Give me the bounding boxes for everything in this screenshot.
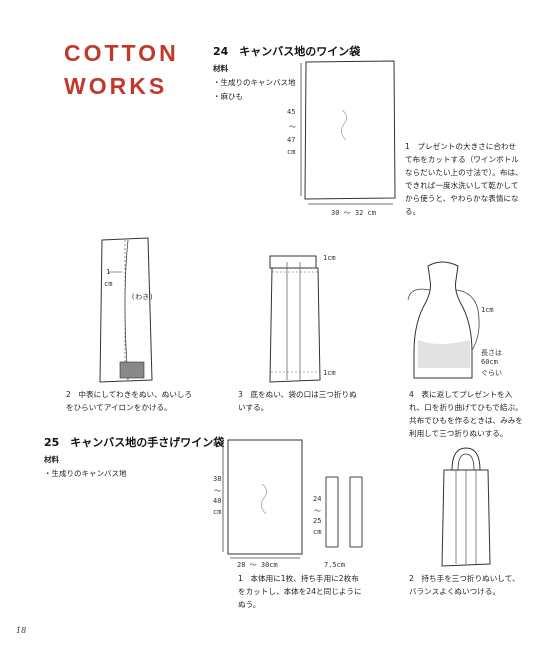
dim-height-top: 45 xyxy=(287,108,296,116)
project24-title: 24 キャンバス地のワイン袋 xyxy=(213,45,361,58)
material-item: ・生成りのキャンバス地 xyxy=(44,469,127,478)
dim-width: 30 〜 32 cm xyxy=(331,209,376,217)
step2-seam-value: 1 xyxy=(106,268,111,276)
step4-length-line1: 長さは xyxy=(481,349,502,357)
brand-line2: WORKS xyxy=(64,73,168,99)
project24-materials: 材料 ・生成りのキャンバス地 ・麻ひも xyxy=(213,63,296,102)
p25-dim-height-unit: cm xyxy=(213,508,222,516)
p25-strap-sep: 〜 xyxy=(314,507,321,515)
step3-top-mark: 1cm xyxy=(323,254,336,262)
step2-side-label: (わき) xyxy=(131,293,154,301)
dim-height-unit: cm xyxy=(287,148,296,156)
p25-strap-bottom: 25 xyxy=(313,517,322,525)
project24-step2-text: 2 中表にしてわきをぬい、ぬいしろをひらいてアイロンをかける。 xyxy=(66,390,193,412)
p25-dim-height-sep: 〜 xyxy=(214,487,221,495)
step4-length-line3: ぐらい xyxy=(481,369,502,377)
step4-length-line2: 60cm xyxy=(481,358,498,366)
step2-seam-unit: cm xyxy=(104,280,113,288)
materials-title: 材料 xyxy=(44,455,59,464)
step3-bottom-mark: 1cm xyxy=(323,369,336,377)
step4-strap-mark: 1cm xyxy=(481,306,494,314)
p25-strap-unit: cm xyxy=(313,528,322,536)
project24-step1-text: 1 プレゼントの大きさに合わせて布をカットする（ワインボトルならだいたい上の寸法… xyxy=(405,142,523,216)
p25-dim-height-top: 38 xyxy=(213,475,222,483)
material-item: ・生成りのキャンバス地 xyxy=(213,78,296,87)
material-item: ・麻ひも xyxy=(213,92,243,101)
materials-title: 材料 xyxy=(213,64,228,73)
p25-dim-height-bottom: 40 xyxy=(213,497,222,505)
p25-strap-top: 24 xyxy=(313,495,322,503)
project24-step3-text: 3 底をぬい、袋の口は三つ折りぬいする。 xyxy=(238,390,357,412)
dim-height-bottom: 47 xyxy=(287,136,296,144)
project25-step1-text: 1 本体用に1枚、持ち手用に2枚布をカットし、本体を24と同じようにぬう。 xyxy=(238,574,362,609)
p25-strap-width: 7.5cm xyxy=(324,561,346,569)
brand-line1: COTTON xyxy=(64,40,179,66)
dim-height-sep: 〜 xyxy=(289,123,296,131)
project25-materials: 材料 ・生成りのキャンバス地 xyxy=(44,454,127,479)
project24-step4-text: 4 表に返してプレゼントを入れ、口を折り曲げてひもで結ぶ。共布でひもを作るときは… xyxy=(409,390,523,438)
project25-step2-text: 2 持ち手を三つ折りぬいして、バランスよくぬいつける。 xyxy=(409,574,520,596)
page-number: 18 xyxy=(16,626,27,635)
project25-title: 25 キャンバス地の手さげワイン袋 xyxy=(44,436,225,449)
p25-dim-width: 28 〜 30cm xyxy=(237,561,278,569)
